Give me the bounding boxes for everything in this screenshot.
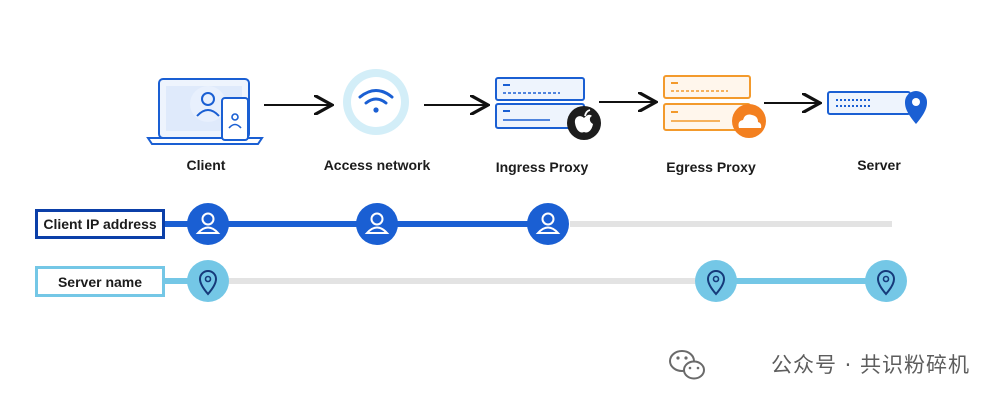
watermark-text: 公众号 · 共识粉碎机 xyxy=(770,353,970,377)
server-icon xyxy=(495,77,585,129)
user-icon xyxy=(527,203,569,245)
wifi-icon xyxy=(343,69,409,135)
location-pin-icon xyxy=(865,260,907,302)
server-icon-destination xyxy=(827,91,911,115)
cloudflare-logo-icon xyxy=(732,104,766,138)
user-icon xyxy=(187,203,229,245)
server-icon-egress xyxy=(663,75,751,131)
wechat-icon xyxy=(669,350,705,380)
node-label-egress-proxy: Egress Proxy xyxy=(666,159,756,175)
location-pin-icon xyxy=(187,260,229,302)
node-label-client: Client xyxy=(186,157,226,173)
row-label-server-name: Server name xyxy=(35,266,165,297)
node-label-ingress-proxy: Ingress Proxy xyxy=(495,159,589,175)
location-pin-icon xyxy=(905,91,927,124)
row-label-client-ip: Client IP address xyxy=(35,209,165,239)
user-icon xyxy=(356,203,398,245)
node-label-access-network: Access network xyxy=(323,157,431,173)
node-label-server: Server xyxy=(857,157,901,173)
apple-logo-icon xyxy=(567,106,601,140)
laptop-phone-icon xyxy=(146,78,264,145)
location-pin-icon xyxy=(695,260,737,302)
